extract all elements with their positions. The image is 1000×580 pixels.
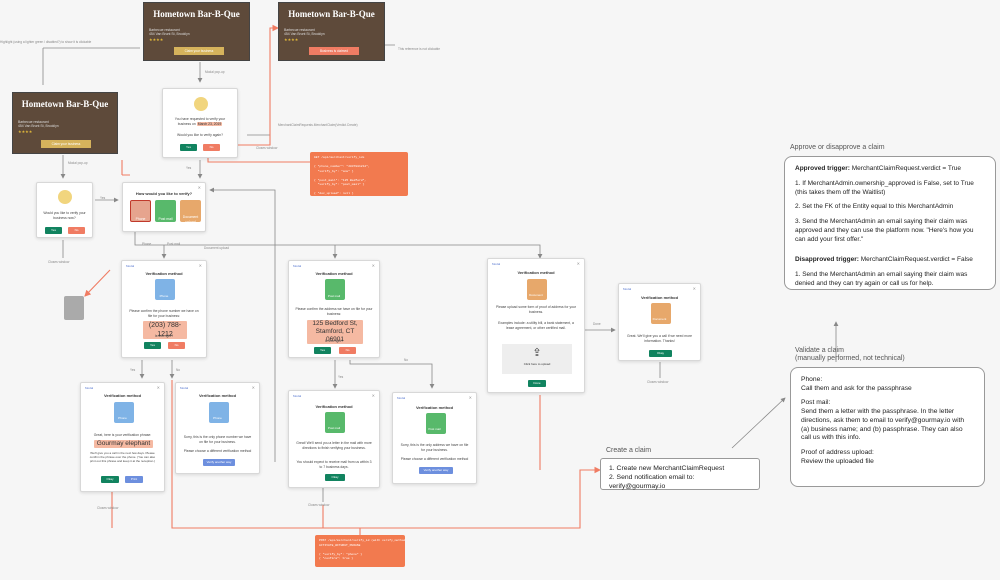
create-heading: Create a claim xyxy=(606,447,652,454)
approve-box: Approved trigger: MerchantClaimRequest.v… xyxy=(784,156,996,290)
modal-popup-note-2: Modal pop-up xyxy=(68,161,88,165)
label-yes: Yes xyxy=(100,196,106,200)
phone-icon xyxy=(209,402,229,423)
close-icon[interactable]: ✕ xyxy=(576,261,580,266)
document-upload-modal: Modal✕ Verification method Document Plea… xyxy=(487,258,585,393)
verify-now-modal: Would you like to verify your business n… xyxy=(36,182,93,238)
create-box: 1. Create new MerchantClaimRequest 2. Se… xyxy=(600,458,760,490)
mail-sent-modal: Modal✕ Verification method Post mail Gre… xyxy=(288,390,380,488)
close-icon[interactable]: ✕ xyxy=(198,263,202,268)
close-icon[interactable]: ✕ xyxy=(197,185,201,190)
verify-again-yes-button[interactable]: Yes xyxy=(180,144,197,151)
verify-again-no-button[interactable]: No xyxy=(203,144,220,151)
phone-phrase-modal: Modal✕ Verification method Phone Great, … xyxy=(80,382,165,492)
label-no: No xyxy=(176,368,181,372)
doc-done-button[interactable]: Done xyxy=(528,380,546,387)
choose-method-modal: ✕ How would you like to verify? Phone Po… xyxy=(122,182,206,232)
phone-verify-modal: Modal✕ Verification method Phone Please … xyxy=(121,260,207,358)
business-claimed-badge: Business is claimed xyxy=(309,47,359,55)
closes-window-note: Closes window xyxy=(256,146,278,150)
method-doc-icon[interactable] xyxy=(180,200,201,222)
label-done: Done xyxy=(593,322,601,326)
label-post-mail: Post mail xyxy=(167,242,181,246)
check-badge-icon xyxy=(194,97,208,111)
validate-subheading: (manually performed, not technical) xyxy=(795,355,905,362)
close-icon[interactable]: ✕ xyxy=(156,385,160,390)
mail-no-button[interactable]: No xyxy=(339,347,356,354)
label-phone: Phone xyxy=(142,242,152,246)
doc-okay-button[interactable]: Okay xyxy=(649,350,672,357)
api-code-top: GET /api/merchant/verify_ids { "phone_nu… xyxy=(310,152,408,196)
method-mail-icon[interactable] xyxy=(155,200,176,222)
highlight-note: Highlight (using a lighter green / disab… xyxy=(0,40,92,44)
phone-no-button[interactable]: No xyxy=(168,342,185,349)
verify-another-way-button[interactable]: Verify another way xyxy=(203,459,235,466)
verify-now-yes-button[interactable]: Yes xyxy=(45,227,62,234)
verify-now-no-button[interactable]: No xyxy=(68,227,85,234)
verification-phrase: Gourmay elephant xyxy=(94,440,153,448)
phone-wrong-modal: Modal✕ Verification method Phone Sorry, … xyxy=(175,382,260,474)
restaurant-name: Hometown Bar-B-Que xyxy=(153,9,240,19)
phone-number: (203) 788-1212 xyxy=(143,321,187,339)
phone-icon xyxy=(114,402,134,423)
document-icon xyxy=(527,279,547,300)
label-document-upload: Document upload xyxy=(204,246,229,250)
method-phone-icon[interactable] xyxy=(130,200,151,222)
approve-heading: Approve or disapprove a claim xyxy=(790,144,885,151)
close-icon[interactable]: ✕ xyxy=(692,286,696,291)
label-yes-4: Yes xyxy=(338,375,344,379)
phone-yes-button[interactable]: Yes xyxy=(144,342,161,349)
validate-heading: Validate a claim xyxy=(795,347,844,354)
check-badge-icon xyxy=(58,190,72,204)
already-requested-modal: You have requested to verify your busine… xyxy=(162,88,238,158)
claim-business-button[interactable]: Claim your business xyxy=(174,47,224,55)
mail-icon xyxy=(325,279,345,300)
upload-dropzone[interactable]: ⇪ Click here to upload xyxy=(502,344,572,374)
mail-okay-button[interactable]: Okay xyxy=(325,474,345,481)
close-icon[interactable]: ✕ xyxy=(251,385,255,390)
modal-popup-note: Modal pop-up xyxy=(205,70,225,74)
phone-disabled-icon xyxy=(64,296,84,320)
mail-icon xyxy=(325,412,345,433)
mail-verify-modal: Modal✕ Verification method Post mail Ple… xyxy=(288,260,380,358)
close-icon[interactable]: ✕ xyxy=(468,395,472,400)
label-yes-2: Yes xyxy=(186,166,192,170)
label-yes-3: Yes xyxy=(130,368,136,372)
verify-another-way-button[interactable]: Verify another way xyxy=(419,467,453,474)
phrase-okay-button[interactable]: Okay xyxy=(101,476,119,483)
address-on-file: 125 Bedford St,Stamford, CT 06901 xyxy=(307,320,363,344)
merchant-claim-note: MerchantClaimRequests.MerchantClaim(Verd… xyxy=(278,123,358,127)
document-received-modal: Modal✕ Verification method Document Grea… xyxy=(618,283,701,361)
document-icon xyxy=(651,303,671,324)
rating-stars: ★★★★ xyxy=(149,36,164,42)
claim-business-button[interactable]: Claim your business xyxy=(41,140,91,148)
close-icon[interactable]: ✕ xyxy=(371,263,375,268)
close-icon[interactable]: ✕ xyxy=(371,393,375,398)
validate-box: Phone: Call them and ask for the passphr… xyxy=(790,367,985,487)
label-no-2: No xyxy=(404,358,409,362)
upload-icon: ⇪ xyxy=(532,347,542,359)
mail-yes-button[interactable]: Yes xyxy=(314,347,331,354)
closes-window-note-5: Closes window xyxy=(308,503,330,507)
closes-window-note-2: Closes window xyxy=(48,260,70,264)
mail-icon xyxy=(426,413,446,434)
phone-icon xyxy=(155,279,175,300)
phrase-print-button[interactable]: Print xyxy=(125,476,143,483)
api-code-bottom: POST /api/merchant/verify_id (with verif… xyxy=(315,535,405,567)
closes-window-note-3: Closes window xyxy=(647,380,669,384)
mail-wrong-modal: Modal✕ Verification method Post mail Sor… xyxy=(392,392,477,484)
reference-note: This reference is not clickable xyxy=(398,47,440,51)
closes-window-note-4: Closes window xyxy=(97,506,119,510)
